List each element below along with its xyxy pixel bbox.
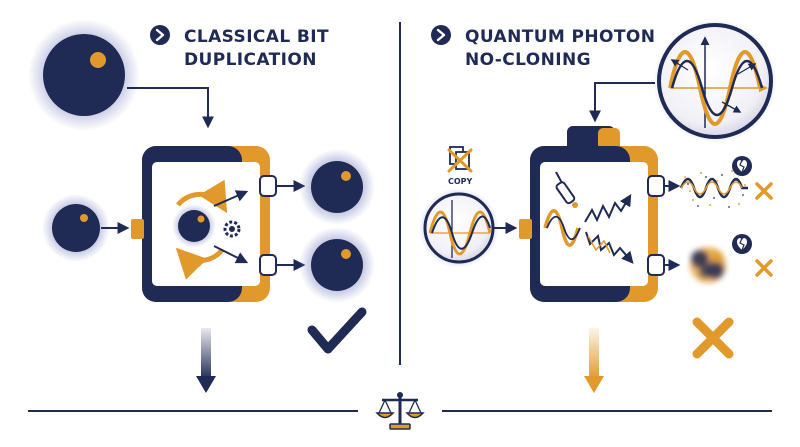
source-photon-lens	[653, 19, 777, 143]
cross-icon	[755, 259, 773, 277]
broken-heart-icon	[732, 234, 752, 254]
source-to-copier-arrow	[127, 87, 214, 129]
output-bit-sphere-bottom	[299, 227, 375, 303]
classical-heading-line2: DUPLICATION	[184, 50, 317, 70]
checkmark-icon	[307, 307, 367, 354]
cross-icon	[755, 182, 773, 200]
classical-section: CLASSICAL BIT DUPLICATION	[28, 19, 375, 393]
classical-heading-line1: CLASSICAL BIT	[184, 27, 329, 47]
down-arrow-left-head	[196, 376, 216, 393]
classical-copier-device	[131, 146, 277, 302]
balance-scale-icon	[375, 392, 425, 430]
quantum-heading-line1: QUANTUM PHOTON	[465, 27, 655, 47]
chevron-right-icon	[150, 25, 170, 45]
chevron-right-icon	[431, 25, 451, 45]
copy-label: COPY	[448, 177, 473, 186]
copy-forbidden-icon	[447, 146, 473, 173]
broken-heart-icon	[732, 156, 752, 176]
input-photon-lens	[419, 188, 499, 268]
cross-icon	[692, 317, 734, 359]
photon-to-device-arrow	[589, 82, 655, 123]
down-arrow-right-shaft	[589, 328, 599, 380]
output-bit-sphere-top	[299, 149, 375, 225]
quantum-section: QUANTUM PHOTON NO-CLONING COPY	[419, 19, 777, 393]
input-bit-sphere	[42, 194, 110, 262]
down-arrow-left-shaft	[201, 328, 211, 380]
gear-icon	[223, 220, 241, 238]
noisy-wave-output	[679, 170, 748, 208]
down-arrow-right-head	[584, 376, 604, 393]
source-bit-sphere	[28, 19, 140, 131]
quantum-copier-device	[519, 126, 665, 302]
blurred-photon-output	[690, 247, 726, 283]
quantum-heading-line2: NO-CLONING	[465, 50, 591, 70]
